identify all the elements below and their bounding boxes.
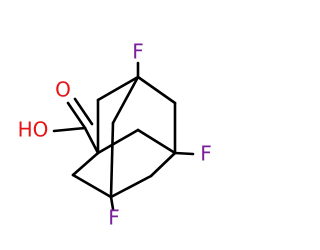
bond-lower-left-bottom bbox=[71, 173, 113, 199]
carbonyl-oxygen-label: O bbox=[55, 78, 71, 102]
bond-lines bbox=[52, 61, 195, 211]
bond-lower-right-bottom bbox=[109, 174, 153, 199]
bond-c1-carboxyl bbox=[83, 126, 100, 155]
bond-mid-right bbox=[136, 128, 177, 155]
bond-right-lower-right bbox=[149, 151, 177, 178]
bond-bottom-f bbox=[109, 195, 115, 211]
hydroxyl-label: HO bbox=[18, 118, 49, 142]
bond-c1-lower-left bbox=[71, 151, 100, 177]
fluorine-top-label: F bbox=[132, 40, 144, 64]
bond-top-upper-right bbox=[136, 75, 177, 105]
bond-back-bottom bbox=[109, 121, 115, 199]
bond-carbonyl-double-a bbox=[66, 101, 87, 130]
fluorine-right-label: F bbox=[200, 142, 212, 166]
bond-top-back bbox=[111, 75, 140, 125]
bond-carbonyl-double-b bbox=[73, 97, 94, 126]
structure-diagram: F F F O HO bbox=[18, 40, 212, 230]
fluorine-bottom-label: F bbox=[108, 206, 120, 230]
bond-upper-left-top bbox=[96, 75, 140, 102]
bond-c1-mid bbox=[96, 128, 140, 155]
atom-labels: F F F O HO bbox=[18, 40, 212, 230]
bond-carboxyl-oh bbox=[52, 126, 87, 133]
bond-right-f bbox=[173, 151, 195, 156]
